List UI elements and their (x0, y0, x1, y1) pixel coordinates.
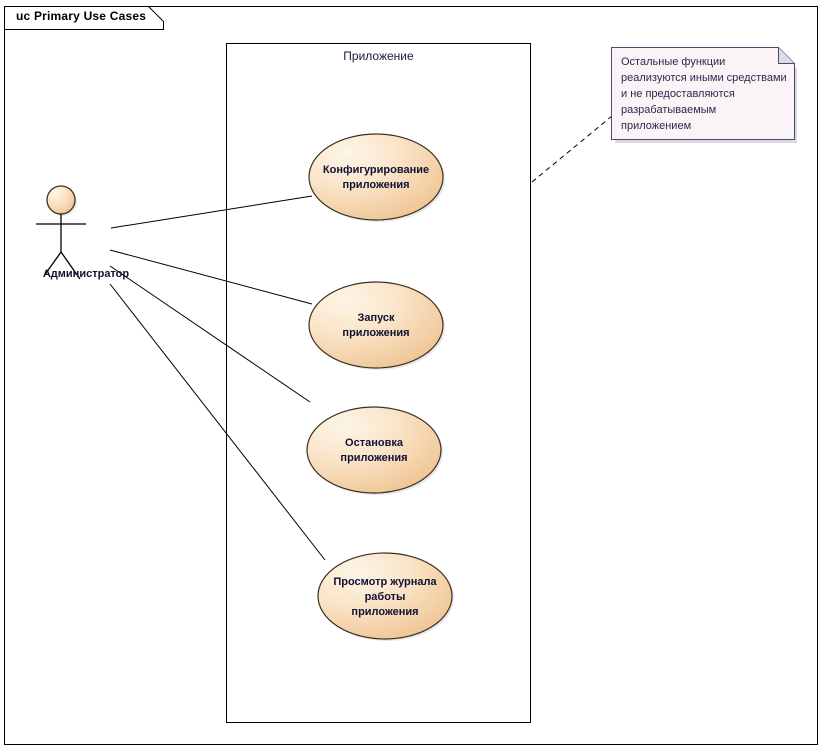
use-case-configure-label: Конфигурирование приложения (322, 164, 430, 191)
use-case-stop[interactable]: Остановка приложения (305, 406, 443, 496)
actor-administrator-label: Администратор (42, 268, 130, 280)
use-case-configure[interactable]: Конфигурирование приложения (307, 133, 445, 223)
use-case-viewlog-label: Просмотр журнала работы приложения (333, 576, 437, 618)
use-case-viewlog[interactable]: Просмотр журнала работы приложения (315, 552, 455, 643)
actor-head-icon (46, 185, 76, 215)
note-text: Остальные функции реализуются иными сред… (621, 56, 787, 132)
note-box[interactable]: Остальные функции реализуются иными сред… (611, 47, 797, 143)
actor-administrator[interactable]: Администратор (26, 180, 146, 285)
frame-title-label: uc Primary Use Cases (16, 9, 147, 23)
use-case-start-label: Запуск приложения (342, 312, 410, 339)
note-folded-corner-icon (611, 47, 795, 140)
system-boundary-label: Приложение (343, 49, 414, 63)
frame-title-tab (4, 6, 164, 30)
use-case-stop-label: Остановка приложения (340, 437, 408, 464)
use-case-start[interactable]: Запуск приложения (307, 281, 445, 371)
